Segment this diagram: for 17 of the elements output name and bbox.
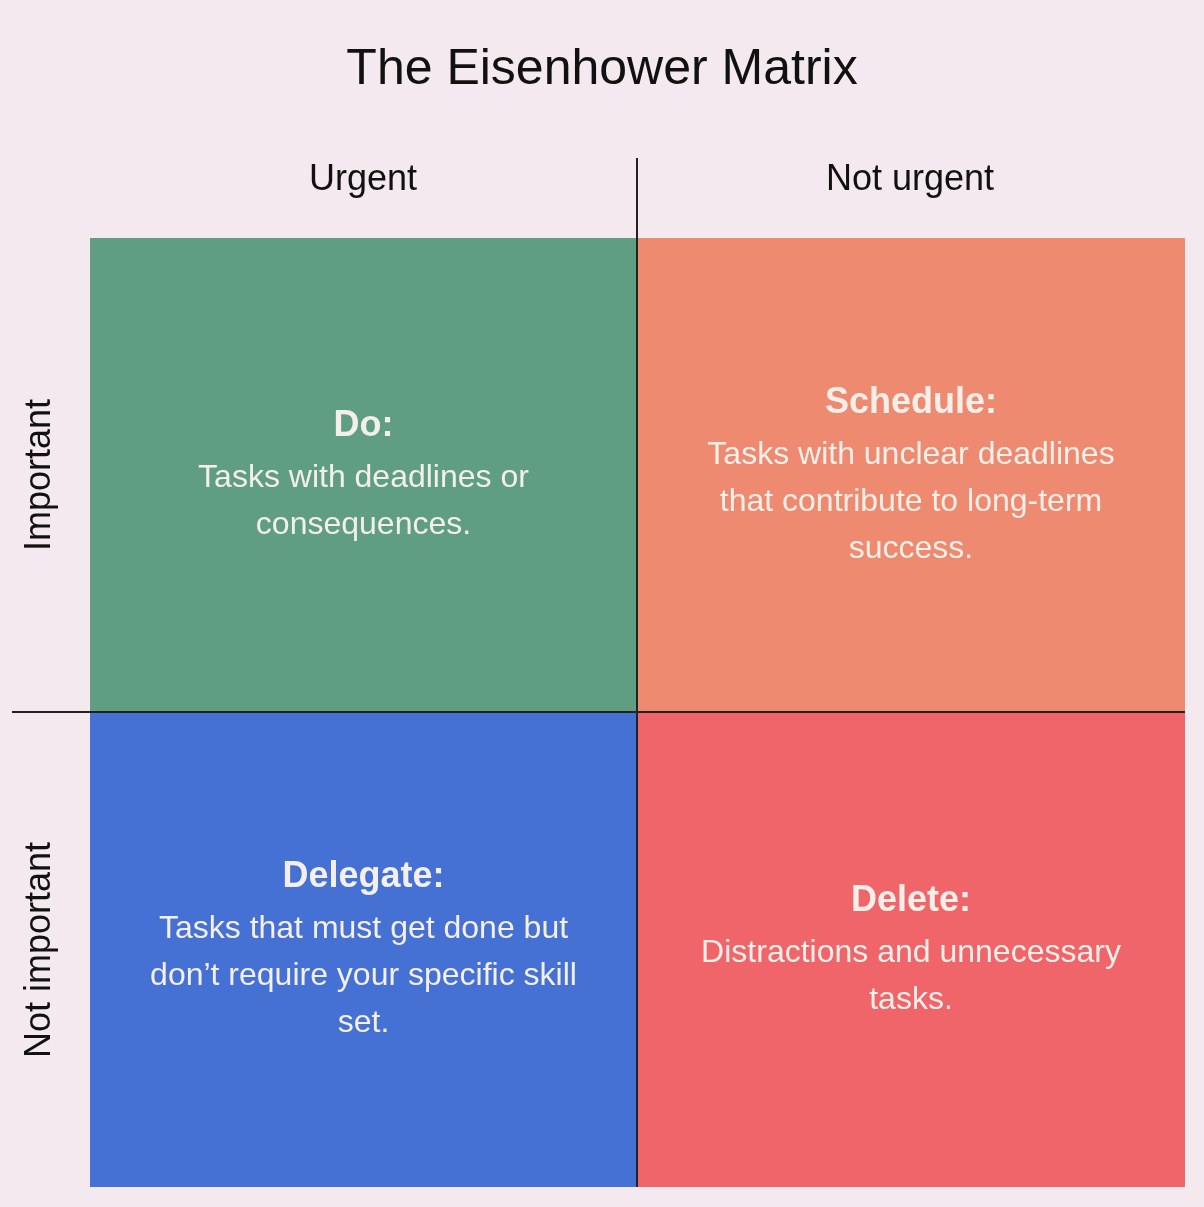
quadrant-heading: Delete:: [850, 877, 971, 920]
quadrant-description: Tasks with unclear deadlines that contribute to long-term success.: [706, 433, 1116, 567]
column-label: Not urgent: [826, 157, 995, 199]
quadrant-panel: [637, 712, 1185, 1187]
quadrant-heading: Do:: [333, 403, 394, 445]
column-label: Urgent: [309, 157, 418, 199]
quadrant-description: Distractions and unnecessary tasks.: [700, 931, 1122, 1018]
title: The Eisenhower Matrix: [345, 38, 859, 96]
quadrant-panel: [90, 712, 637, 1187]
quadrant-heading: Delegate:: [282, 854, 445, 896]
quadrant-panel: [637, 238, 1185, 712]
quadrant-description: Tasks that must get done but don’t require your specific skill set.: [150, 908, 577, 1041]
quadrant-panel: [90, 238, 637, 712]
row-label: Not important: [17, 841, 60, 1059]
quadrant-description: Tasks with deadlines or consequences.: [197, 457, 530, 543]
row-label: Important: [17, 398, 60, 552]
quadrant-heading: Schedule:: [824, 379, 997, 422]
